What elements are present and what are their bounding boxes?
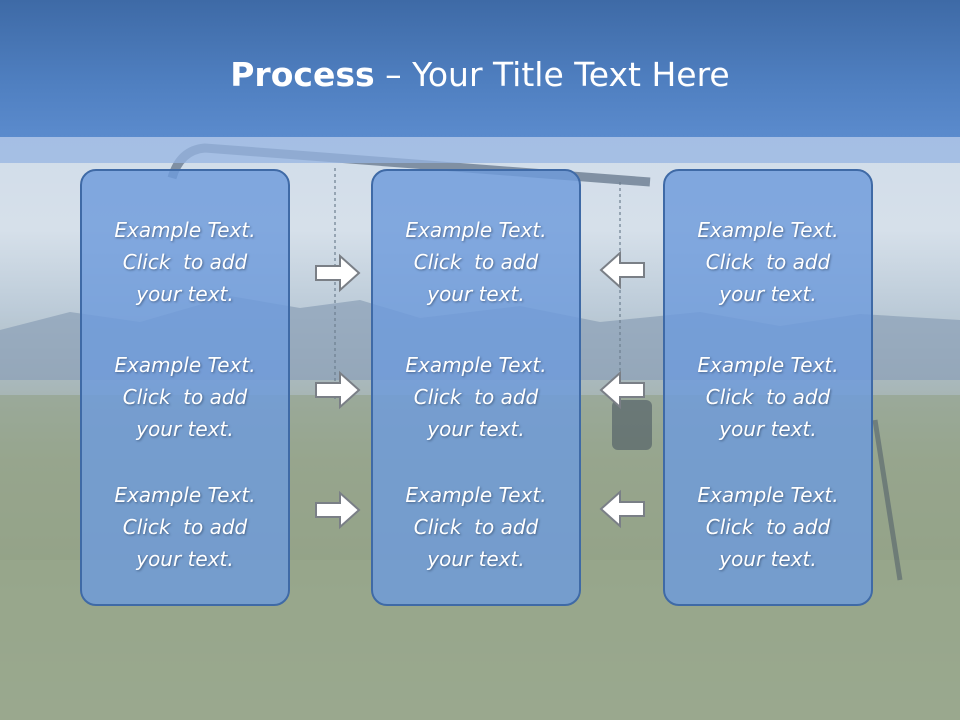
text-line: Example Text. [114,353,256,377]
text-block[interactable]: Example Text. Click to add your text. [665,349,871,445]
text-line: Click to add [705,250,831,274]
text-block[interactable]: Example Text. Click to add your text. [82,479,288,575]
process-column-left[interactable]: Example Text. Click to add your text. Ex… [80,169,290,606]
text-line: Example Text. [405,353,547,377]
text-line: Click to add [705,515,831,539]
text-line: Example Text. [405,483,547,507]
text-block[interactable]: Example Text. Click to add your text. [82,349,288,445]
title-rest: – Your Title Text Here [374,55,730,94]
arrow-left-icon [599,250,645,290]
text-line: your text. [427,547,525,571]
text-block[interactable]: Example Text. Click to add your text. [665,214,871,310]
process-column-right[interactable]: Example Text. Click to add your text. Ex… [663,169,873,606]
text-line: Click to add [122,385,248,409]
text-block[interactable]: Example Text. Click to add your text. [373,214,579,310]
text-line: Click to add [413,250,539,274]
text-block[interactable]: Example Text. Click to add your text. [373,349,579,445]
text-line: your text. [136,282,234,306]
title-bar [0,0,960,137]
text-line: your text. [427,282,525,306]
title-bold: Process [230,55,375,94]
text-line: your text. [719,547,817,571]
arrow-right-icon [315,490,361,530]
text-line: Click to add [122,250,248,274]
text-line: Example Text. [405,218,547,242]
text-line: Click to add [122,515,248,539]
text-line: Example Text. [114,483,256,507]
text-line: Example Text. [697,483,839,507]
text-line: Click to add [413,385,539,409]
process-column-center[interactable]: Example Text. Click to add your text. Ex… [371,169,581,606]
arrow-right-icon [315,253,361,293]
text-line: your text. [719,417,817,441]
text-line: Click to add [413,515,539,539]
text-line: Example Text. [697,353,839,377]
arrow-left-icon [599,489,645,529]
slide-title[interactable]: Process – Your Title Text Here [0,52,960,98]
text-line: Click to add [705,385,831,409]
title-bar-band [0,137,960,163]
arrow-left-icon [599,370,645,410]
text-block[interactable]: Example Text. Click to add your text. [665,479,871,575]
text-line: Example Text. [114,218,256,242]
text-line: Example Text. [697,218,839,242]
text-block[interactable]: Example Text. Click to add your text. [373,479,579,575]
text-line: your text. [719,282,817,306]
text-line: your text. [136,547,234,571]
text-line: your text. [427,417,525,441]
arrow-right-icon [315,370,361,410]
text-block[interactable]: Example Text. Click to add your text. [82,214,288,310]
text-line: your text. [136,417,234,441]
